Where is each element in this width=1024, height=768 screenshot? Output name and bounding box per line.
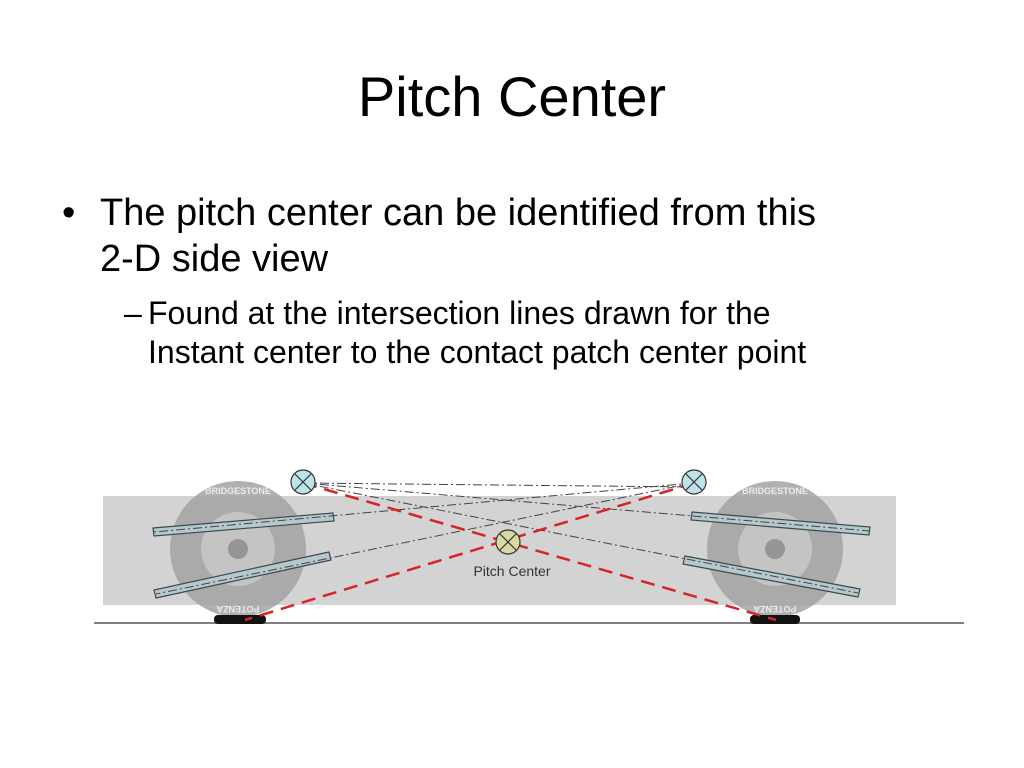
sub-bullet-text-line-2: Instant center to the contact patch cent… <box>148 334 807 370</box>
bullet-list: • The pitch center can be identified fro… <box>62 190 982 372</box>
construction-lines <box>153 482 871 595</box>
left-hub <box>228 539 248 559</box>
right-tire-sidewall-text: POTENZA <box>753 604 797 614</box>
slide-title: Pitch Center <box>357 65 667 128</box>
left-contact-patch <box>214 615 266 624</box>
bullet-item: • The pitch center can be identified fro… <box>62 190 982 282</box>
bullet-marker: • <box>62 192 76 234</box>
pitch-center-label: Pitch Center <box>473 563 550 579</box>
pitch-lines <box>244 481 777 622</box>
pitch-center-marker <box>495 529 521 555</box>
left-tire-sidewall-text: POTENZA <box>216 604 260 614</box>
right-instant-center-marker <box>681 469 707 495</box>
left-lower-link <box>153 551 332 599</box>
left-upper-link <box>152 512 335 537</box>
right-tire-brand-text: BRIDGESTONE <box>742 486 808 496</box>
sub-bullet-text-line-1: Found at the intersection lines drawn fo… <box>148 295 771 331</box>
left-instant-center-marker <box>290 469 316 495</box>
bullet-text-line-1: The pitch center can be identified from … <box>100 192 817 234</box>
right-wheel: BRIDGESTONE POTENZA <box>707 481 843 617</box>
left-tire-brand-text: BRIDGESTONE <box>205 486 271 496</box>
rear-ic-to-front-patch-line <box>244 481 695 622</box>
left-wheel: BRIDGESTONE POTENZA <box>170 481 306 617</box>
right-hub <box>765 539 785 559</box>
front-ic-to-rear-patch-line <box>302 481 777 622</box>
ic-to-ic-line <box>302 482 694 488</box>
sub-bullet-item: – Found at the intersection lines drawn … <box>124 294 982 372</box>
bullet-text-line-2: 2-D side view <box>100 238 329 280</box>
right-lower-link <box>682 555 861 598</box>
sub-bullet-marker: – <box>124 295 142 331</box>
